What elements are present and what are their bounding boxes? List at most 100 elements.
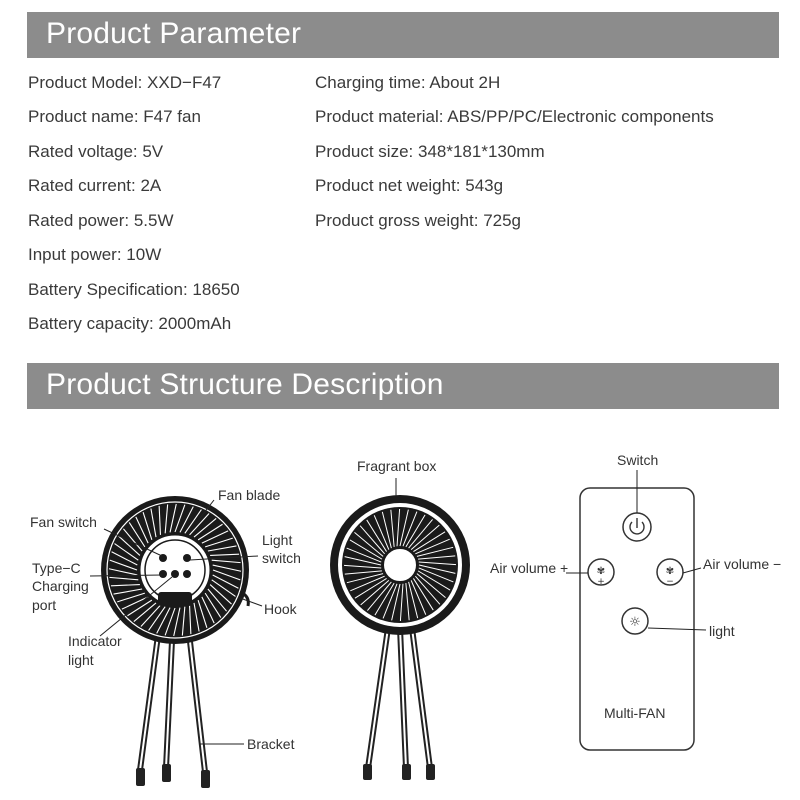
typec-port [159,570,167,578]
svg-text:+: + [597,577,605,587]
fan-minus-icon [656,558,684,586]
grille-spoke [193,602,200,632]
param-material: Product material: ABS/PP/PC/Electronic c… [315,107,714,126]
grille-spoke [344,556,382,566]
grille-spoke [201,530,229,544]
label-indicator-2: light [68,652,94,668]
grille-spoke [109,559,138,571]
svg-text:☼: ☼ [629,615,641,630]
grille-spoke [416,573,446,598]
grille-spoke [405,514,426,548]
parameter-title: Product Parameter [46,17,302,50]
grille-spoke [209,584,232,605]
back-fan [330,478,470,780]
grille-spoke [113,588,143,595]
leg-foot [201,770,210,788]
grille-spoke [408,519,433,549]
grille-spoke [413,578,434,611]
svg-text:−: − [666,577,674,587]
grille-spoke [212,564,242,572]
grille-spoke [396,508,401,547]
grille-spoke [414,575,441,605]
grille-spoke [179,506,194,533]
grille-spoke [366,519,387,552]
grille-spoke [413,531,446,552]
label-hook: Hook [264,601,297,617]
leg-mount [158,592,192,606]
grille-spoke [156,607,171,634]
grille-spoke [173,607,181,637]
grille-spoke [114,543,139,561]
label-air-volume-minus: Air volume − [703,556,782,572]
grille-spoke [189,513,210,536]
grille-spoke [140,604,161,627]
grille-spoke [344,570,382,575]
light-switch-button [183,554,191,562]
grille-spoke [417,570,451,591]
param-model: Product Model: XXD−F47 [28,73,222,92]
remote-brand: Multi-FAN [604,705,666,721]
param-gross-weight: Product gross weight: 725g [315,211,522,230]
svg-text:✾: ✾ [597,566,605,577]
grille-spoke [343,564,382,569]
grille-spoke [399,583,404,622]
indicator-light [171,570,179,578]
label-bracket: Bracket [247,736,295,752]
grille-spoke [418,561,457,566]
grille-spoke [367,581,392,611]
param-current: Rated current: 2A [28,176,162,195]
param-battery-spec: Battery Specification: 18650 [28,280,240,299]
label-air-volume-plus: Air volume + [490,560,569,576]
grille-spoke [212,574,239,589]
grille-spoke [418,564,456,574]
leg-foot [162,764,171,782]
grille-spoke [117,592,146,603]
grille-spoke [374,582,395,616]
grille-spoke [128,522,146,548]
remote-control: ✾ + ✾ − ☼ [566,470,707,751]
param-name: Product name: F47 fan [28,107,201,126]
parameter-banner: Product Parameter [27,12,779,58]
leg-foot [136,768,145,786]
grille-spoke [164,607,176,636]
grille-spoke [197,523,223,541]
grille-spoke [410,524,440,551]
grille-spoke [211,559,241,564]
grille-spoke [127,599,153,617]
label-fan-switch: Fan switch [30,514,97,530]
grille-spoke [410,580,427,615]
sun-icon [621,607,649,635]
grille-spoke [391,583,401,621]
grille-spoke [150,508,157,538]
grille-spoke [211,579,236,597]
grille-spoke [418,567,454,583]
grille-spoke [354,578,387,599]
grille-spoke [207,545,237,552]
grille-spoke [197,599,208,628]
grille-spoke [399,509,409,547]
label-fan-blade: Fan blade [218,487,281,503]
grille-spoke [390,509,395,547]
grille-spoke [181,606,186,636]
grille-spoke [349,539,383,560]
grille-spoke [169,503,177,533]
grille-spoke [142,512,153,541]
grille-spoke [135,516,149,544]
param-voltage: Rated voltage: 5V [28,142,164,161]
grille-spoke [408,581,419,619]
label-light-switch-1: Light [262,532,293,548]
grille-spoke [354,532,384,557]
label-light-switch-2: switch [262,550,301,566]
front-fan [89,496,263,788]
label-typec-1: Type−C [32,560,81,576]
grille-spoke [373,515,390,550]
grille-spoke [109,576,139,581]
grille-spoke [133,602,157,623]
param-net-weight: Product net weight: 543g [315,176,504,195]
grille-spoke [381,511,392,549]
fan-plus-icon [587,558,615,586]
grille-spoke [415,538,450,555]
grille-spoke [110,583,140,587]
grille-spoke [188,605,192,635]
